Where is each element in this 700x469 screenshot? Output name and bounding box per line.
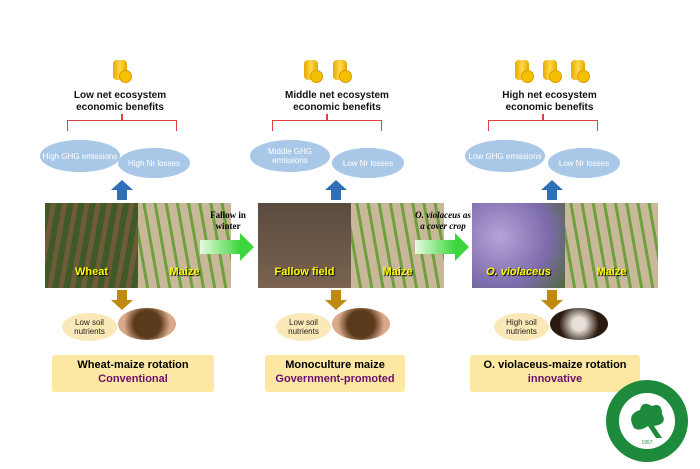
down-arrow-icon (325, 300, 347, 310)
soil-label: Low soil nutrients (62, 313, 117, 341)
soil-photo (550, 308, 608, 340)
bracket-tip (326, 114, 328, 121)
coin-icon (304, 60, 323, 83)
benefit-label: High net ecosystem economic benefits (502, 90, 597, 113)
coin-icon (515, 60, 534, 83)
system-type: innovative (527, 373, 583, 385)
coin-icon (571, 60, 590, 83)
crop-label: Maize (596, 266, 627, 278)
crop-label: O. violaceus (486, 266, 551, 278)
soil-photo (332, 308, 390, 340)
arrow-head-icon (240, 233, 254, 261)
crop-label: Fallow field (274, 266, 335, 278)
system-name: O. violaceus-maize rotation (483, 359, 627, 371)
coin-icon (113, 60, 132, 83)
up-arrow-icon (111, 180, 133, 190)
up-arrow-stem (547, 190, 557, 200)
svg-text:1957: 1957 (641, 440, 652, 446)
system-type: Conventional (98, 373, 168, 385)
arrow-head-icon (455, 233, 469, 261)
soil-label: Low soil nutrients (276, 313, 331, 341)
ghg-cloud: Low GHG emissions (465, 140, 545, 172)
green-arrow (415, 240, 455, 254)
bracket (488, 120, 598, 131)
nr-cloud: High Nr losses (118, 148, 190, 178)
benefit-label: Middle net ecosystem economic benefits (285, 90, 389, 113)
coin-icon (543, 60, 562, 83)
bracket-tip (121, 114, 123, 121)
coin-icon (333, 60, 352, 83)
up-arrow-stem (331, 190, 341, 200)
crop-label: Maize (169, 266, 200, 278)
field-photo: O. violaceus Maize (472, 203, 658, 288)
benefit-label: Low net ecosystem economic benefits (73, 90, 167, 113)
up-arrow-icon (325, 180, 347, 190)
ghg-cloud: Middle GHG emissions (250, 140, 330, 172)
system-name: Wheat-maize rotation (77, 359, 189, 371)
soil-label: High soil nutrients (494, 313, 549, 341)
system-name: Monoculture maize (285, 359, 385, 371)
down-arrow-icon (111, 300, 133, 310)
down-arrow-stem (547, 290, 557, 300)
bracket (67, 120, 177, 131)
soil-photo (118, 308, 176, 340)
ghg-cloud: High GHG emissions (40, 140, 120, 172)
up-arrow-stem (117, 190, 127, 200)
up-arrow-icon (541, 180, 563, 190)
down-arrow-stem (117, 290, 127, 300)
transition-label: Fallow in winter (210, 210, 246, 231)
crop-label: Wheat (75, 266, 108, 278)
system-type: Government-promoted (275, 373, 395, 385)
institute-logo: 1957 (604, 378, 690, 464)
down-arrow-stem (331, 290, 341, 300)
green-arrow (200, 240, 240, 254)
bracket-tip (542, 114, 544, 121)
crop-label: Maize (382, 266, 413, 278)
nr-cloud: Low Nr losses (548, 148, 620, 178)
system-box: O. violaceus-maize rotation innovative (470, 355, 640, 392)
bracket (272, 120, 382, 131)
nr-cloud: Low Nr losses (332, 148, 404, 178)
down-arrow-icon (541, 300, 563, 310)
transition-label: O. violaceus as a cover crop (415, 210, 471, 231)
